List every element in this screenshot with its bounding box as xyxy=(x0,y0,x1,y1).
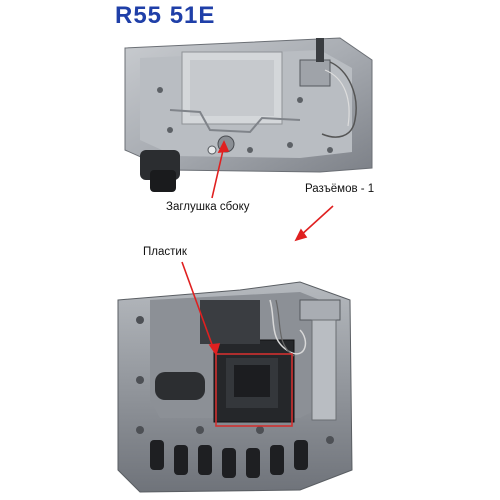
arrow-connectors-head xyxy=(294,228,308,242)
callout-arrows xyxy=(181,140,334,356)
bottom-valve-body-image xyxy=(117,281,353,493)
side-plug-label: Заглушка сбоку xyxy=(166,201,250,213)
arrow-side-plug xyxy=(211,145,225,199)
top-valve-body-image xyxy=(124,37,373,192)
page-title: R55 51E xyxy=(115,2,216,29)
arrow-plastic-head xyxy=(208,343,221,356)
arrow-side-plug-head xyxy=(217,140,230,153)
plastic-highlight-box xyxy=(215,353,293,427)
connectors-label: Разъёмов - 1 xyxy=(305,183,375,195)
plastic-label: Пластик xyxy=(143,246,187,258)
arrow-plastic xyxy=(181,261,215,351)
arrow-connectors xyxy=(299,205,334,237)
